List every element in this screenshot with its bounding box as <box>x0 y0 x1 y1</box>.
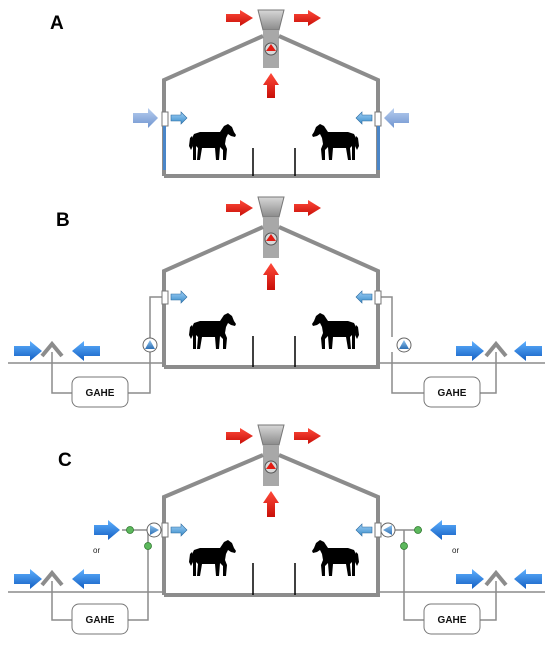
vent-inlet <box>161 522 169 538</box>
intake-arrow-left <box>133 108 158 128</box>
updraft-arrow <box>263 73 279 98</box>
pipe <box>480 581 497 621</box>
gahe-box-right <box>423 376 481 408</box>
pipe <box>391 352 424 394</box>
exhaust-arrow-left <box>226 200 253 216</box>
panel-a-label: A <box>50 13 64 34</box>
building-outline <box>162 225 380 369</box>
panel-a: A <box>50 9 409 178</box>
fan-arrow-icon <box>266 462 276 469</box>
chimney-cowl <box>257 9 285 31</box>
pipe <box>51 352 72 394</box>
intake-arrow <box>72 341 100 361</box>
horse-icon <box>189 540 236 576</box>
horse-icon <box>189 313 236 349</box>
building-outline <box>162 453 380 597</box>
intake-arrow <box>14 341 42 361</box>
gahe-label: GAHE <box>86 388 115 399</box>
intake-arrow <box>94 520 120 540</box>
pump-arrow-icon <box>383 525 392 535</box>
horse-icon <box>312 540 359 576</box>
horse-icon <box>312 313 359 349</box>
gahe-label: GAHE <box>438 615 467 626</box>
fan-arrow-icon <box>266 234 276 241</box>
intake-arrow <box>456 341 484 361</box>
exhaust-arrow-right <box>294 428 321 444</box>
pipe <box>128 546 149 621</box>
inflow-arrow-small <box>170 111 188 125</box>
gahe-label: GAHE <box>438 388 467 399</box>
valve-dot <box>414 526 422 534</box>
pump-arrow-icon <box>145 340 155 349</box>
chimney-cowl <box>257 196 285 218</box>
inflow-arrow-small <box>355 290 373 304</box>
pipe <box>149 296 162 338</box>
exhaust-arrow-right <box>294 200 321 216</box>
exhaust-arrow-right <box>294 10 321 26</box>
intake-arrow <box>14 569 42 589</box>
gahe-label: GAHE <box>86 615 115 626</box>
air-intake-cap <box>40 569 64 587</box>
inlet-flap <box>377 126 380 170</box>
intake-arrow <box>514 569 542 589</box>
air-intake-cap <box>484 340 508 358</box>
pipe <box>403 530 424 621</box>
air-intake-cap <box>484 569 508 587</box>
exhaust-arrow-left <box>226 10 253 26</box>
gahe-box-left <box>71 603 129 635</box>
exhaust-arrow-left <box>226 428 253 444</box>
intake-arrow <box>72 569 100 589</box>
panel-c: C or GAHE <box>8 424 545 635</box>
pipe <box>122 529 149 546</box>
pipe <box>128 352 151 394</box>
horse-icon <box>312 124 359 160</box>
inflow-arrow-small <box>355 111 373 125</box>
air-intake-cap <box>40 340 64 358</box>
updraft-arrow <box>263 263 279 290</box>
pump-arrow-icon <box>399 340 409 349</box>
pipe <box>380 296 393 337</box>
inflow-arrow-small <box>170 290 188 304</box>
intake-arrow <box>430 520 456 540</box>
vent-inlet <box>374 290 382 305</box>
valve-dot <box>144 542 152 550</box>
or-label: or <box>452 546 459 555</box>
inflow-arrow-small <box>355 523 373 537</box>
vent-inlet <box>161 111 169 127</box>
pipe <box>51 581 72 621</box>
vent-inlet <box>374 522 382 538</box>
horse-icon <box>189 124 236 160</box>
updraft-arrow <box>263 491 279 517</box>
inflow-arrow-small <box>170 523 188 537</box>
pump-arrow-icon <box>150 525 159 535</box>
pipe <box>480 352 497 394</box>
vent-inlet <box>161 290 169 305</box>
valve-dot <box>400 542 408 550</box>
intake-arrow <box>514 341 542 361</box>
panel-b: B GAHE GAHE <box>8 196 545 408</box>
panel-c-label: C <box>58 450 72 471</box>
intake-arrow-right <box>384 108 409 128</box>
valve-dot <box>126 526 134 534</box>
vent-inlet <box>374 111 382 127</box>
inlet-flap <box>163 126 166 170</box>
panel-b-label: B <box>56 210 70 231</box>
gahe-box-left <box>71 376 129 408</box>
intake-arrow <box>456 569 484 589</box>
gahe-box-right <box>423 603 481 635</box>
or-label: or <box>93 546 100 555</box>
fan-arrow-icon <box>266 44 276 51</box>
chimney-cowl <box>257 424 285 446</box>
